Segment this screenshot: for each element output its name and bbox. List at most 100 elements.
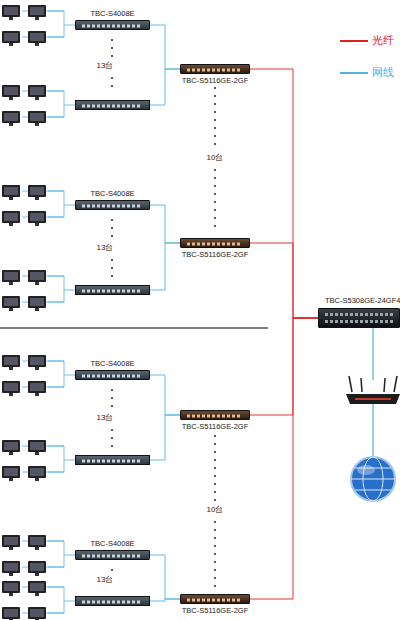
computer-icon xyxy=(28,85,46,100)
port-row xyxy=(76,101,151,111)
computer-icon xyxy=(2,296,20,311)
port xyxy=(122,290,125,293)
port xyxy=(375,313,378,316)
port xyxy=(117,460,120,463)
ellipsis-dot xyxy=(111,267,113,269)
ethernet-wire xyxy=(64,375,75,376)
port xyxy=(97,460,100,463)
port xyxy=(122,375,125,378)
port-row xyxy=(319,309,400,329)
fiber-link xyxy=(250,243,318,318)
port xyxy=(107,290,110,293)
port xyxy=(122,25,125,28)
ellipsis-dot xyxy=(214,169,216,171)
ellipsis-dot xyxy=(214,545,216,547)
port-row xyxy=(181,239,251,249)
port xyxy=(127,460,130,463)
switch-icon xyxy=(75,285,150,295)
access-switch: TBC-S4008E xyxy=(75,20,150,30)
port xyxy=(212,415,215,418)
ellipsis-dot xyxy=(111,405,113,407)
port xyxy=(102,555,105,558)
computer-icon xyxy=(28,561,46,576)
computer-icon xyxy=(28,5,46,20)
port xyxy=(212,599,215,602)
port-row xyxy=(76,551,151,561)
port xyxy=(330,313,333,316)
fiber-link xyxy=(250,69,318,318)
port xyxy=(222,69,225,72)
port xyxy=(112,375,115,378)
port xyxy=(137,460,140,463)
port xyxy=(355,313,358,316)
port xyxy=(117,375,120,378)
port xyxy=(82,205,85,208)
port xyxy=(365,313,368,316)
ellipsis-dot xyxy=(111,235,113,237)
port xyxy=(385,320,388,323)
port xyxy=(227,599,230,602)
ethernet-wire xyxy=(150,69,180,105)
ethernet-link xyxy=(150,25,180,69)
port xyxy=(370,313,373,316)
port xyxy=(82,25,85,28)
computer-icon xyxy=(28,111,46,126)
divider-line xyxy=(0,327,268,328)
ellipsis-dot xyxy=(214,103,216,105)
ethernet-wire xyxy=(64,541,65,567)
port xyxy=(92,375,95,378)
computer-icon xyxy=(28,31,46,46)
ethernet-wire xyxy=(48,387,64,388)
port xyxy=(107,205,110,208)
ellipsis-dot xyxy=(214,119,216,121)
access-switch: TBC-S4008E xyxy=(75,370,150,380)
port-row xyxy=(76,21,151,31)
port xyxy=(325,313,328,316)
port xyxy=(202,415,205,418)
computer-icon xyxy=(2,185,20,200)
computer-icon xyxy=(28,535,46,550)
internet-globe xyxy=(351,457,395,501)
port xyxy=(202,599,205,602)
ethernet-wire xyxy=(48,217,64,218)
port xyxy=(137,105,140,108)
port xyxy=(102,601,105,604)
port xyxy=(102,25,105,28)
ethernet-wire xyxy=(150,243,180,290)
port xyxy=(117,25,120,28)
computer-icon xyxy=(2,355,20,370)
port xyxy=(222,243,225,246)
ethernet-wire xyxy=(48,191,64,192)
port xyxy=(87,105,90,108)
computer-icon xyxy=(2,561,20,576)
port xyxy=(232,415,235,418)
port xyxy=(340,313,343,316)
port xyxy=(82,601,85,604)
ellipsis-dot xyxy=(111,445,113,447)
ellipsis-dot xyxy=(111,227,113,229)
port xyxy=(122,555,125,558)
port xyxy=(112,205,115,208)
port xyxy=(390,313,393,316)
ellipsis-dot xyxy=(214,185,216,187)
ethernet-wire xyxy=(64,91,65,117)
ethernet-wire xyxy=(48,613,64,614)
port-row xyxy=(76,597,151,607)
port xyxy=(187,243,190,246)
ellipsis-dot xyxy=(111,569,113,571)
port xyxy=(107,105,110,108)
model-label: TBC-S5116GE-2GF xyxy=(182,422,249,431)
aggregation-switch: TBC-S5116GE-2GF xyxy=(180,238,250,248)
ethernet-wire xyxy=(150,415,180,460)
port xyxy=(87,290,90,293)
port xyxy=(360,313,363,316)
port xyxy=(112,290,115,293)
ethernet-wire xyxy=(64,361,65,387)
ethernet-wire xyxy=(64,601,75,602)
ellipsis-dot xyxy=(214,177,216,179)
port xyxy=(212,243,215,246)
port xyxy=(132,375,135,378)
port xyxy=(375,320,378,323)
computer-icon xyxy=(28,381,46,396)
